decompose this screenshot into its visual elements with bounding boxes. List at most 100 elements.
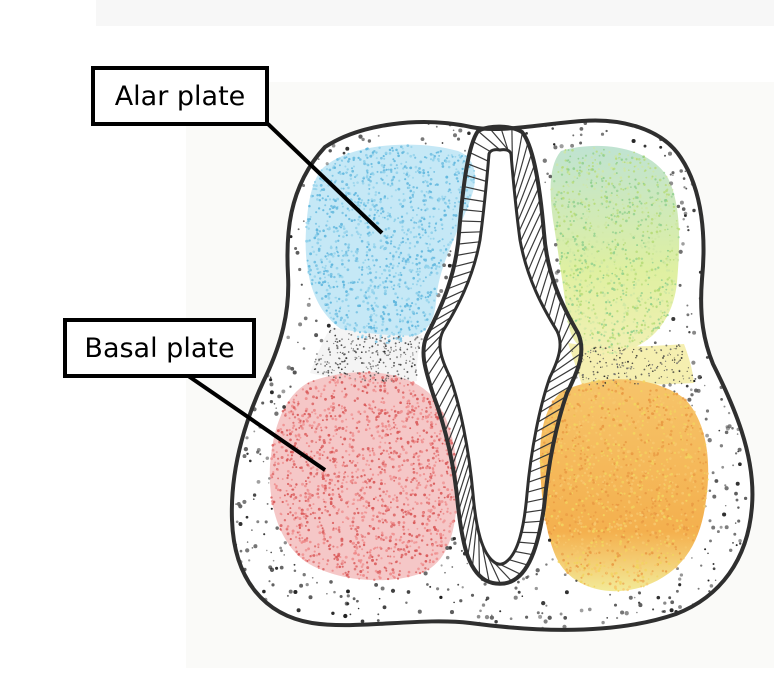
left-basal-dot-dot (411, 416, 414, 419)
right-intermediate-dot-dot (618, 347, 620, 350)
right-intermediate-dot-dot (648, 372, 650, 375)
left-alar-dot-dot (354, 297, 357, 300)
left-intermediate-dot-dot (411, 362, 414, 364)
left-basal-dot-dot (395, 496, 399, 499)
left-basal-dot-dot (434, 474, 437, 477)
left-basal-dot-dot (315, 396, 318, 399)
left-alar-dot-dot (387, 226, 391, 230)
right-basal-dot-dot (669, 467, 672, 470)
left-alar-dot-dot (354, 226, 358, 230)
right-basal-dot-dot (635, 532, 639, 536)
right-alar-plate-region (550, 145, 680, 355)
left-basal-dot-dot (283, 494, 286, 497)
left-basal-dot-dot (332, 392, 335, 395)
left-alar-dot-dot (348, 209, 351, 212)
left-basal-dot-dot (402, 511, 405, 514)
left-alar-dot-dot (374, 191, 378, 194)
left-basal-dot-dot (362, 554, 366, 558)
right-alar-dot-dot (587, 208, 590, 211)
left-intermediate-dot-dot (347, 338, 350, 340)
left-basal-dot-dot (336, 379, 339, 382)
left-basal-dot-dot (436, 529, 440, 533)
left-basal-dot-dot (298, 517, 302, 521)
right-alar-dot-dot (606, 291, 609, 295)
right-basal-dot-dot (567, 538, 570, 541)
left-basal-dot-dot (365, 463, 368, 466)
outer-scatter-dot (376, 619, 380, 622)
outer-scatter-dot (685, 187, 688, 190)
right-alar-dot-dot (655, 250, 658, 253)
left-basal-dot-dot (419, 412, 423, 415)
right-alar-dot-dot (666, 308, 669, 311)
right-basal-dot-dot (629, 487, 633, 491)
right-alar-dot-dot (647, 325, 650, 329)
right-alar-dot-dot (572, 276, 575, 279)
right-intermediate-dot-dot (613, 358, 616, 361)
left-basal-dot-dot (295, 525, 298, 528)
outer-scatter-dot (251, 529, 253, 531)
left-alar-dot-dot (326, 252, 329, 255)
left-alar-dot-dot (406, 320, 410, 324)
left-alar-dot-dot (421, 295, 424, 298)
right-intermediate-dot-dot (596, 362, 599, 365)
outer-scatter-dot (270, 507, 273, 510)
right-alar-dot-dot (581, 161, 585, 165)
left-basal-dot-dot (408, 402, 411, 405)
left-basal-dot-dot (341, 565, 344, 568)
right-alar-dot-dot (651, 237, 654, 239)
right-basal-dot-dot (612, 484, 616, 488)
left-alar-dot-dot (362, 176, 365, 179)
left-intermediate-dot-dot (327, 371, 330, 374)
left-basal-dot-dot (280, 430, 284, 434)
left-alar-dot-dot (387, 211, 390, 214)
left-basal-dot-dot (431, 560, 435, 564)
left-alar-dot-dot (338, 157, 341, 160)
left-alar-dot-dot (425, 298, 429, 302)
left-basal-dot-dot (360, 533, 363, 536)
right-intermediate-zone (568, 343, 694, 388)
left-intermediate-dot-dot (358, 343, 361, 346)
right-basal-dot-dot (590, 444, 593, 447)
left-alar-dot-dot (444, 160, 448, 163)
outer-scatter-dot (551, 127, 554, 130)
left-basal-dot-dot (433, 464, 436, 467)
left-basal-dot-dot (358, 494, 361, 497)
right-alar-dot-dot (639, 161, 642, 164)
left-alar-dot-dot (367, 148, 370, 151)
left-alar-dot-dot (426, 318, 429, 321)
left-alar-dot-dot (369, 278, 373, 282)
left-alar-dot-dot (383, 291, 387, 295)
left-basal-dot-dot (418, 434, 421, 437)
left-basal-dot-dot (330, 394, 334, 398)
left-alar-dot-dot (342, 227, 346, 230)
outer-scatter-dot (563, 616, 568, 620)
outer-scatter-dot (442, 263, 446, 268)
right-basal-dot-dot (611, 481, 614, 484)
right-alar-dot-dot (671, 270, 674, 273)
left-basal-dot-dot (381, 422, 384, 426)
right-alar-dot-dot (621, 272, 624, 275)
left-alar-dot-dot (406, 182, 409, 185)
left-intermediate-dot-dot (372, 360, 375, 362)
left-alar-dot-dot (357, 200, 360, 204)
left-basal-dot-dot (289, 538, 292, 541)
left-basal-dot-dot (389, 555, 392, 558)
left-alar-dot-dot (315, 253, 318, 256)
right-alar-dot-dot (565, 274, 568, 278)
right-alar-dot-dot (658, 214, 661, 217)
left-basal-dot-dot (356, 507, 359, 510)
left-alar-dot-dot (346, 168, 349, 171)
right-alar-dot-dot (586, 223, 589, 225)
left-basal-dot-dot (368, 454, 372, 457)
left-alar-dot-dot (370, 165, 374, 168)
left-basal-dot-dot (329, 502, 333, 506)
right-alar-dot-dot (656, 192, 660, 195)
left-alar-dot-dot (343, 318, 347, 322)
right-alar-dot-dot (658, 301, 662, 304)
left-intermediate-dot-dot (333, 369, 335, 372)
left-basal-dot-dot (378, 519, 381, 523)
right-basal-dot-dot (617, 528, 620, 531)
left-alar-dot-dot (326, 220, 329, 223)
left-alar-dot-dot (422, 180, 425, 184)
left-alar-dot-dot (374, 208, 377, 211)
